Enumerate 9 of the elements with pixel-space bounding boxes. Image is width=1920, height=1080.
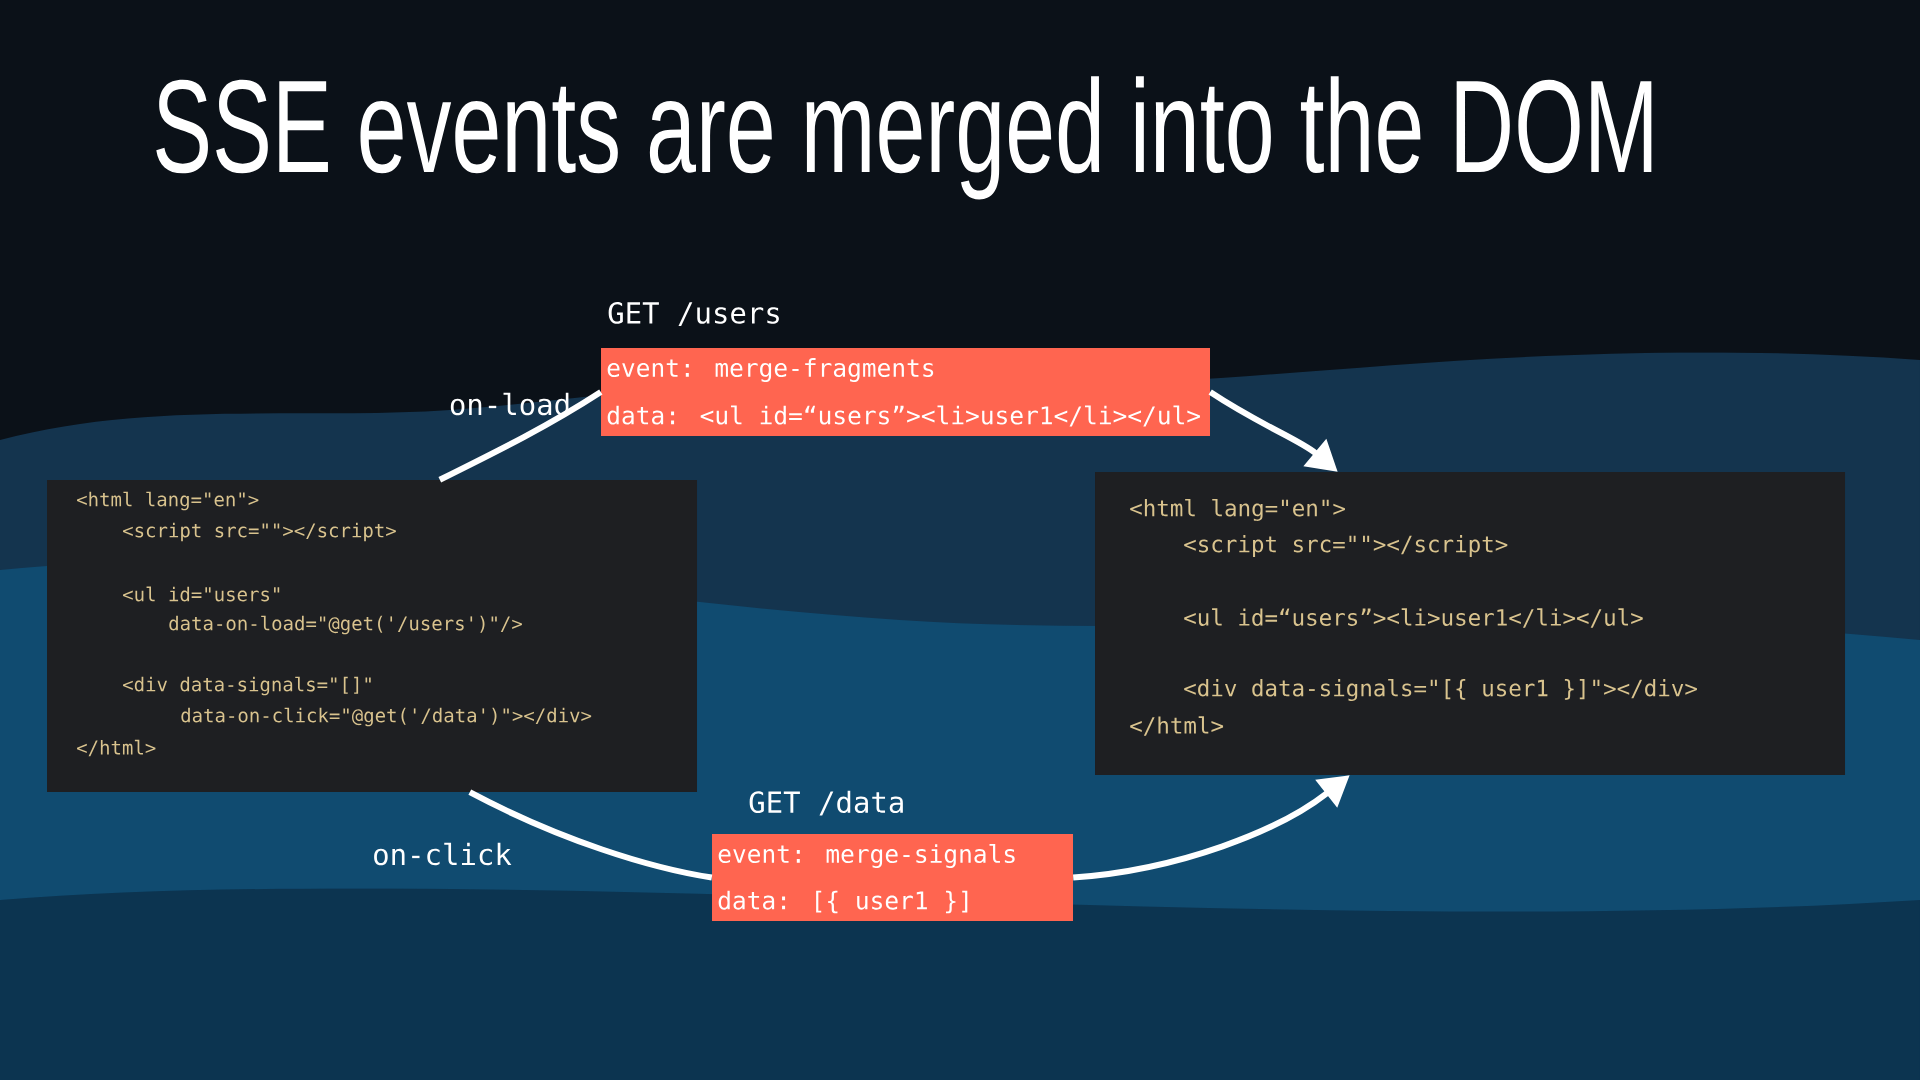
edge-label: on-load: [450, 392, 569, 416]
node-label: GET /data: [749, 790, 903, 816]
edge-label: on-click: [374, 842, 512, 866]
title: SSE events are merged into the DOM: [156, 76, 1652, 200]
node-label: GET /users: [608, 301, 779, 327]
code-panel: <html lang="en"> <script src=""></script> <ul id="users" data-on-load="@get('/users')"/> <div data-signals="[]" data-on-click="@get('/data')"></div> </html>: [47, 480, 697, 792]
event-box: GET /data event: merge-signals data: [{ user1 }]: [712, 790, 1073, 921]
code-panel: <html lang="en"> <script src=""></script> <ul id=“users”><li>user1</li></ul> <div data-signals="[{ user1 }]"></div> </html>: [1095, 472, 1845, 775]
event-box: GET /users event: merge-fragments data: <ul id=“users”><li>user1</li></ul>: [601, 301, 1210, 436]
